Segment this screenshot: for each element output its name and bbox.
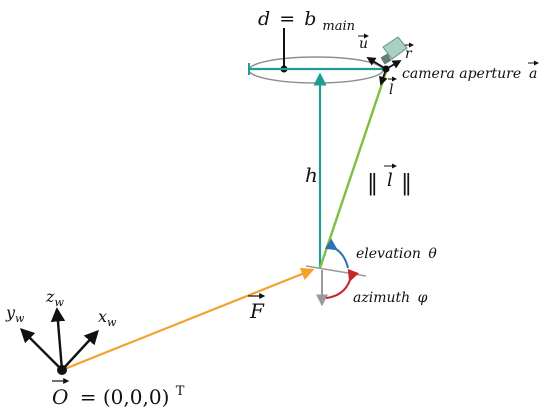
- f-vector-arrow: [61, 267, 315, 372]
- l-norm-label: ‖ l ‖: [367, 163, 412, 196]
- svg-text:‖: ‖: [401, 171, 412, 196]
- y-axis-arrow: [19, 327, 63, 371]
- height-label: h: [305, 163, 318, 187]
- azimuth-arc: [325, 268, 359, 299]
- a-vector-label: a: [529, 66, 537, 82]
- azimuth-plane-line: [305, 265, 367, 277]
- r-vector-label: r: [405, 46, 413, 62]
- y-axis-label: yw: [5, 303, 25, 325]
- f-vector-label: F: [249, 299, 265, 323]
- azimuth-label: azimuth φ: [353, 290, 428, 306]
- l-vector-arrow: [379, 68, 388, 86]
- u-vector-arrow: [366, 57, 387, 70]
- origin-label: O = (0,0,0) T: [52, 384, 185, 409]
- x-axis-arrow: [61, 329, 99, 371]
- line-of-sight: [318, 71, 388, 269]
- d-equals-b-main-label: d = b main: [258, 8, 355, 34]
- r-vector-arrow: [385, 60, 402, 70]
- x-axis-label: xw: [98, 307, 117, 329]
- camera-aperture-label: camera aperture: [402, 66, 521, 82]
- elevation-label: elevation θ: [356, 246, 437, 262]
- l-vector-label: l: [389, 82, 393, 98]
- camera-icon: [380, 36, 408, 65]
- z-axis-arrow: [50, 307, 66, 371]
- svg-text:‖: ‖: [367, 171, 378, 196]
- u-vector-label: u: [359, 36, 368, 52]
- elevation-arc: [324, 238, 349, 269]
- svg-text:l: l: [387, 170, 393, 191]
- z-axis-label: zw: [45, 287, 64, 309]
